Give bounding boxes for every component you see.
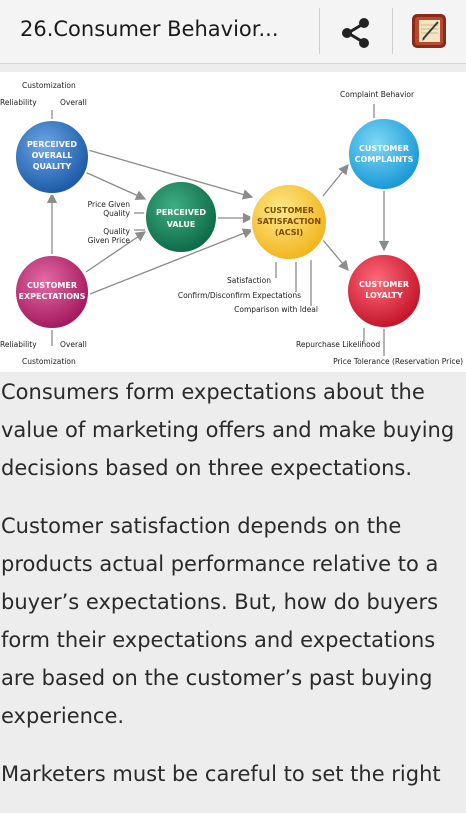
paragraph: Consumers form expectations about the va…	[1, 380, 455, 480]
node-text: EXPECTATIONS	[19, 292, 86, 301]
node-text: LOYALTY	[365, 291, 403, 300]
node-text: CUSTOMER	[359, 280, 409, 289]
diagram-label: Price Given	[88, 200, 131, 209]
toolbar-divider	[392, 8, 393, 54]
diagram-label: Reliability	[0, 340, 37, 349]
diagram-label: Reliability	[0, 98, 37, 107]
diagram-label: Overall	[60, 340, 87, 349]
diagram-label: Given Price	[88, 236, 131, 245]
node-text: (ACSI)	[275, 228, 303, 237]
customer-loyalty-node	[346, 253, 422, 329]
node-text: QUALITY	[33, 162, 72, 171]
diagram-label: Price Tolerance (Reservation Price)	[333, 357, 463, 366]
share-icon	[342, 18, 369, 48]
node-text: OVERALL	[32, 151, 73, 160]
diagram-label: Complaint Behavior	[340, 90, 415, 99]
diagram-label: Repurchase Likelihood	[296, 340, 380, 349]
node-text: PERCEIVED	[156, 208, 206, 217]
app-menu-button[interactable]	[411, 13, 447, 49]
node-text: CUSTOMER	[27, 281, 77, 290]
customer-satisfaction-node	[250, 183, 328, 261]
paragraph: Marketers must be careful to set the rig…	[1, 762, 441, 786]
node-text: CUSTOMER	[359, 144, 409, 153]
diagram-label: Comparison with Ideal	[234, 305, 318, 314]
toolbar-divider	[319, 8, 320, 54]
diagram-label: Customization	[22, 81, 76, 90]
node-text: COMPLAINTS	[355, 155, 414, 164]
paragraph: Customer satisfaction depends on the pro…	[1, 514, 439, 728]
diagram-label: Customization	[22, 357, 76, 366]
share-button[interactable]	[332, 12, 380, 52]
customer-complaints-node	[347, 117, 421, 191]
perceived-value-node	[144, 180, 218, 254]
article-body: Consumers form expectations about the va…	[0, 373, 466, 813]
acsi-model-diagram: PERCEIVED OVERALL QUALITY PERCEIVED VALU…	[0, 72, 466, 372]
perceived-overall-quality-node	[14, 119, 90, 195]
page-title: 26.Consumer Behavior...	[20, 17, 279, 41]
node-text: PERCEIVED	[27, 140, 77, 149]
notebook-app-icon	[412, 14, 446, 48]
node-text: SATISFACTION	[257, 217, 321, 226]
diagram-label: Satisfaction	[227, 276, 271, 285]
diagram-label: Quality	[103, 227, 130, 236]
customer-expectations-node	[14, 254, 90, 330]
node-text: VALUE	[167, 220, 196, 229]
diagram-label: Overall	[60, 98, 87, 107]
node-text: CUSTOMER	[264, 206, 314, 215]
diagram-label: Quality	[103, 209, 130, 218]
app-bar: 26.Consumer Behavior...	[0, 0, 466, 64]
diagram-label: Confirm/Disconfirm Expectations	[178, 291, 301, 300]
